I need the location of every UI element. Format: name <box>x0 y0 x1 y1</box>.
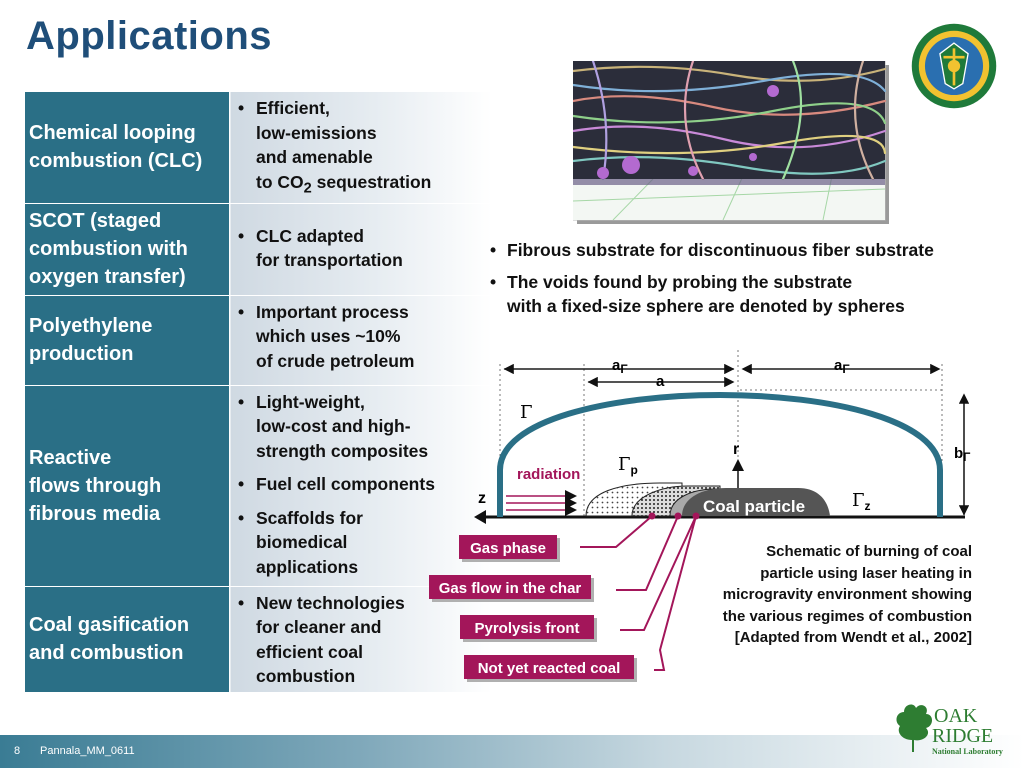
pyrolysis-front-tag: Pyrolysis front <box>460 615 597 642</box>
list-item: New technologies for cleaner and efficie… <box>236 591 487 689</box>
category-cell: SCOT (staged combustion with oxygen tran… <box>24 202 230 296</box>
svg-text:OAK: OAK <box>934 705 978 727</box>
dome-boundary <box>497 392 943 517</box>
svg-text:National Laboratory: National Laboratory <box>932 747 1003 756</box>
description-cell: CLC adapted for transportation <box>229 202 492 296</box>
list-item: Efficient, low-emissions and amenable to… <box>236 96 487 201</box>
fibrous-substrate-image <box>573 61 889 224</box>
table-row: Coal gasification and combustion New tec… <box>24 585 492 693</box>
b-gamma-label: bΓ <box>954 445 971 464</box>
footer-bar <box>0 735 1024 768</box>
table-row: Polyethylene production Important proces… <box>24 294 492 386</box>
schematic-caption: Schematic of burning of coal particle us… <box>722 543 972 646</box>
gamma-label: Γ <box>520 402 533 423</box>
svg-text:RIDGE: RIDGE <box>932 725 993 747</box>
description-cell: Important process which uses ~10% of cru… <box>229 294 492 386</box>
list-item: Important process which uses ~10% of cru… <box>236 300 487 374</box>
table-row: Reactive flows through fibrous media Lig… <box>24 384 492 587</box>
svg-text:Gas flow in the char: Gas flow in the char <box>439 580 582 597</box>
list-item: Scaffolds for biomedical applications <box>236 506 487 580</box>
list-item: Fuel cell components <box>236 472 487 497</box>
ornl-logo: OAK RIDGE National Laboratory <box>896 704 1003 756</box>
r-axis-label: r <box>733 441 739 458</box>
category-cell: Polyethylene production <box>24 294 230 386</box>
applications-table: Chemical looping combustion (CLC) Effici… <box>24 91 492 693</box>
not-reacted-coal-tag: Not yet reacted coal <box>464 655 637 682</box>
radiation-label: radiation <box>517 466 580 483</box>
gamma-p-label: Γp <box>618 454 638 477</box>
category-cell: Reactive flows through fibrous media <box>24 384 230 587</box>
doe-seal-logo <box>911 23 997 109</box>
gamma-z-label: Γz <box>852 490 871 513</box>
description-cell: Efficient, low-emissions and amenable to… <box>229 91 492 204</box>
oak-leaf-icon <box>896 704 932 752</box>
fiber-notes: Fibrous substrate for discontinuous fibe… <box>488 238 968 326</box>
a-gamma-right-label: aΓ <box>834 357 850 376</box>
category-cell: Chemical looping combustion (CLC) <box>24 91 230 204</box>
a-label: a <box>656 373 665 390</box>
list-item: Fibrous substrate for discontinuous fibe… <box>488 238 968 263</box>
list-item: CLC adapted for transportation <box>236 224 487 273</box>
list-item: The voids found by probing the substrate… <box>488 270 968 319</box>
table-row: Chemical looping combustion (CLC) Effici… <box>24 91 492 204</box>
description-cell: New technologies for cleaner and efficie… <box>229 585 492 693</box>
description-cell: Light-weight, low-cost and high- strengt… <box>229 384 492 587</box>
z-axis-label: z <box>478 490 486 507</box>
svg-text:Not yet reacted coal: Not yet reacted coal <box>478 660 621 677</box>
gas-phase-tag: Gas phase <box>459 535 560 562</box>
footer-id: Pannala_MM_0611 <box>40 745 135 757</box>
coal-combustion-schematic: aΓ aΓ a z r bΓ Γ Γp Γz radiation Coal pa… <box>429 350 971 682</box>
slide-title: Applications <box>26 14 273 58</box>
gas-flow-char-tag: Gas flow in the char <box>429 575 594 602</box>
a-gamma-left-label: aΓ <box>612 357 628 376</box>
svg-text:Pyrolysis front: Pyrolysis front <box>474 620 579 637</box>
page-number: 8 <box>14 745 21 757</box>
table-row: SCOT (staged combustion with oxygen tran… <box>24 202 492 296</box>
svg-text:Gas phase: Gas phase <box>470 540 546 557</box>
category-cell: Coal gasification and combustion <box>24 585 230 693</box>
coal-particle-shape <box>682 488 830 516</box>
list-item: Light-weight, low-cost and high- strengt… <box>236 390 487 464</box>
coal-particle-label: Coal particle <box>703 497 805 516</box>
